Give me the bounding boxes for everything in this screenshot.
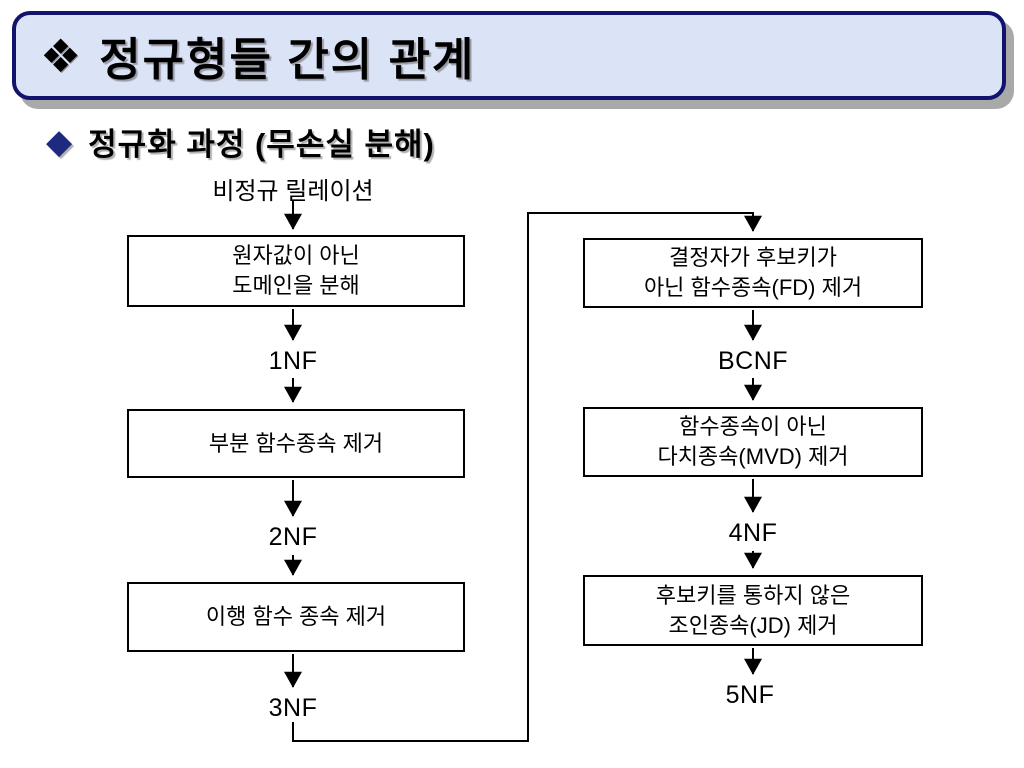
flow-box-line: 다치종속(MVD) 제거 bbox=[657, 444, 849, 469]
flow-box-remove-partial-fd: 부분 함수종속 제거 bbox=[127, 409, 465, 478]
subtitle-text: 정규화 과정 (무손실 분해) bbox=[88, 127, 435, 162]
title-bar: ❖ 정규형들 간의 관계 bbox=[12, 11, 1006, 100]
flow-box-line: 조인종속(JD) 제거 bbox=[668, 612, 838, 638]
stage-label-1nf: 1NF bbox=[268, 347, 318, 375]
diamond-bullet-icon: ◆ bbox=[46, 122, 73, 161]
flow-box-line: 도메인을 분해 bbox=[232, 273, 360, 298]
flow-box-line: 원자값이 아닌 bbox=[232, 243, 360, 269]
flow-box-line: 아닌 함수종속(FD) 제거 bbox=[643, 275, 863, 300]
flow-box-line: 결정자가 후보키가 bbox=[668, 245, 838, 271]
start-label: 비정규 릴레이션 bbox=[212, 178, 374, 205]
four-diamonds-icon: ❖ bbox=[40, 29, 82, 82]
flow-box-decompose-non-atomic: 원자값이 아닌 도메인을 분해 bbox=[127, 235, 465, 307]
stage-label-2nf: 2NF bbox=[268, 523, 318, 551]
subtitle-row: ◆ 정규화 과정 (무손실 분해) bbox=[46, 119, 435, 164]
flow-box-line: 부분 함수종속 제거 bbox=[208, 430, 384, 456]
stage-label-5nf: 5NF bbox=[725, 681, 775, 709]
flow-box-remove-jd: 후보키를 통하지 않은 조인종속(JD) 제거 bbox=[583, 575, 923, 646]
flow-box-line: 후보키를 통하지 않은 bbox=[655, 582, 851, 608]
stage-label-bcnf: BCNF bbox=[717, 347, 789, 375]
flow-box-remove-mvd: 함수종속이 아닌 다치종속(MVD) 제거 bbox=[583, 407, 923, 477]
flow-box-line: 이행 함수 종속 제거 bbox=[205, 604, 387, 630]
stage-label-3nf: 3NF bbox=[268, 694, 318, 722]
page-title: 정규형들 간의 관계 bbox=[99, 34, 476, 85]
stage-label-4nf: 4NF bbox=[728, 519, 778, 547]
flow-box-remove-fd-non-candidate-key: 결정자가 후보키가 아닌 함수종속(FD) 제거 bbox=[583, 238, 923, 308]
flow-box-line: 함수종속이 아닌 bbox=[679, 414, 827, 440]
flow-box-remove-transitive-fd: 이행 함수 종속 제거 bbox=[127, 582, 465, 652]
